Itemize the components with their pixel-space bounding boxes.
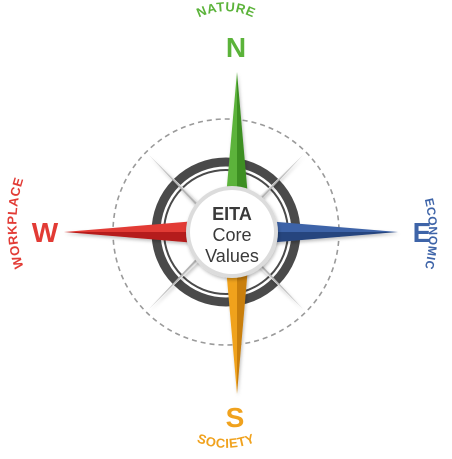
north-label: NATURE [194,0,258,20]
west-label: WORKPLACE [4,175,26,270]
center-line-core: Core [212,225,251,245]
east-label: ECONOMIC [422,197,440,271]
west-letter: W [32,217,59,248]
south-label-path: SOCIETY [195,431,256,451]
east-letter: E [413,217,432,248]
center-line-values: Values [205,246,259,266]
north-letter: N [226,32,246,63]
west-label-path: WORKPLACE [4,175,26,270]
south-letter: S [226,402,245,433]
south-label: SOCIETY [195,431,256,451]
north-label-path: NATURE [194,0,257,20]
center-hub [190,190,274,274]
east-label-path: ECONOMIC [422,197,440,271]
center-title: EITA [212,204,252,224]
